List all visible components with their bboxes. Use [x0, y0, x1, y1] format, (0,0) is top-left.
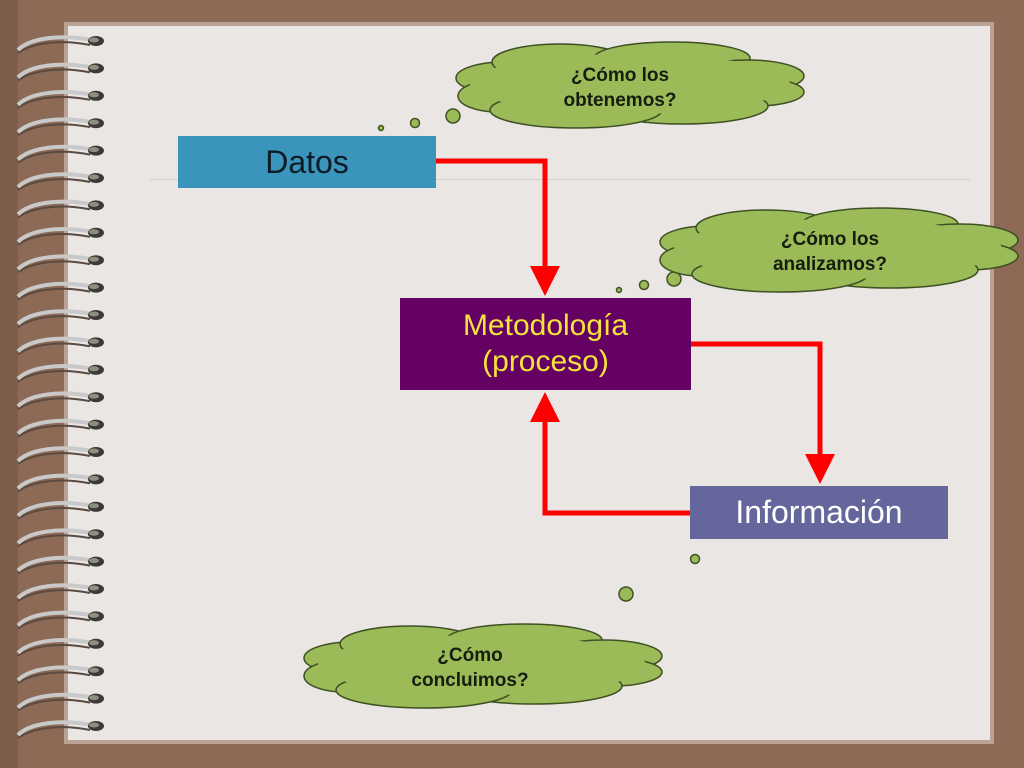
thought-bubble-dot	[409, 117, 421, 129]
cloud-concluimos-text: ¿Cómo concluimos?	[340, 638, 600, 700]
binding-ring	[16, 90, 104, 109]
binding-ring	[16, 446, 104, 465]
binding-ring	[16, 227, 104, 246]
cloud-concluimos-line2: concluimos?	[411, 670, 529, 691]
binding-ring	[16, 528, 104, 548]
thought-bubble-dot	[615, 286, 623, 294]
datos-box: Datos	[178, 136, 436, 188]
binding-ring	[16, 364, 104, 383]
metodologia-label: Metodología	[462, 309, 629, 342]
binding-ring	[16, 281, 104, 301]
spiral-binding	[16, 35, 104, 739]
binding-ring	[16, 309, 104, 328]
binding-ring	[16, 391, 104, 411]
metodologia-box: Metodología (proceso)	[400, 298, 691, 390]
binding-ring	[16, 720, 104, 739]
thought-bubble-dot	[377, 124, 385, 132]
binding-ring	[16, 254, 104, 274]
binding-ring	[16, 610, 104, 630]
datos-label: Datos	[265, 143, 349, 180]
ruled-line	[150, 179, 970, 180]
binding-ring	[16, 638, 104, 657]
binding-ring	[16, 117, 104, 137]
informacion-box: Información	[690, 486, 948, 539]
arrow-datos-to-metodologia	[436, 158, 560, 296]
cloud-obtenemos-text: ¿Cómo los obtenemos?	[490, 58, 750, 120]
binding-ring	[16, 62, 104, 82]
binding-ring	[16, 35, 104, 54]
arrow-metodologia-to-informacion	[691, 341, 835, 484]
binding-ring	[16, 665, 104, 685]
binding-ring	[16, 336, 104, 356]
binding-ring	[16, 418, 104, 438]
cloud-analizamos	[659, 207, 1019, 293]
cloud-concluimos	[303, 623, 663, 709]
thought-bubble-dot	[445, 108, 461, 124]
thought-bubble-dot	[638, 279, 650, 291]
thought-bubble-dot	[689, 553, 701, 565]
cloud-analizamos-line1: ¿Cómo los	[780, 229, 880, 251]
cloud-obtenemos	[455, 41, 805, 129]
arrow-informacion-to-metodologia	[530, 392, 690, 516]
binding-ring	[16, 501, 104, 520]
cloud-obtenemos-line1: ¿Cómo los	[570, 65, 670, 87]
cloud-concluimos-line1: ¿Cómo	[437, 645, 503, 667]
metodologia-sublabel: (proceso)	[482, 345, 609, 378]
binding-ring	[16, 583, 104, 602]
binding-ring	[16, 172, 104, 191]
background-edge	[0, 0, 18, 768]
binding-ring	[16, 199, 104, 219]
binding-ring	[16, 555, 104, 575]
cloud-analizamos-text: ¿Cómo los analizamos?	[700, 222, 960, 284]
binding-ring	[16, 144, 104, 164]
binding-ring	[16, 473, 104, 493]
thought-bubble-dot	[618, 586, 634, 602]
binding-ring	[16, 692, 104, 712]
cloud-obtenemos-line2: obtenemos?	[563, 90, 677, 111]
cloud-analizamos-line2: analizamos?	[772, 254, 888, 275]
informacion-label: Información	[735, 494, 903, 531]
